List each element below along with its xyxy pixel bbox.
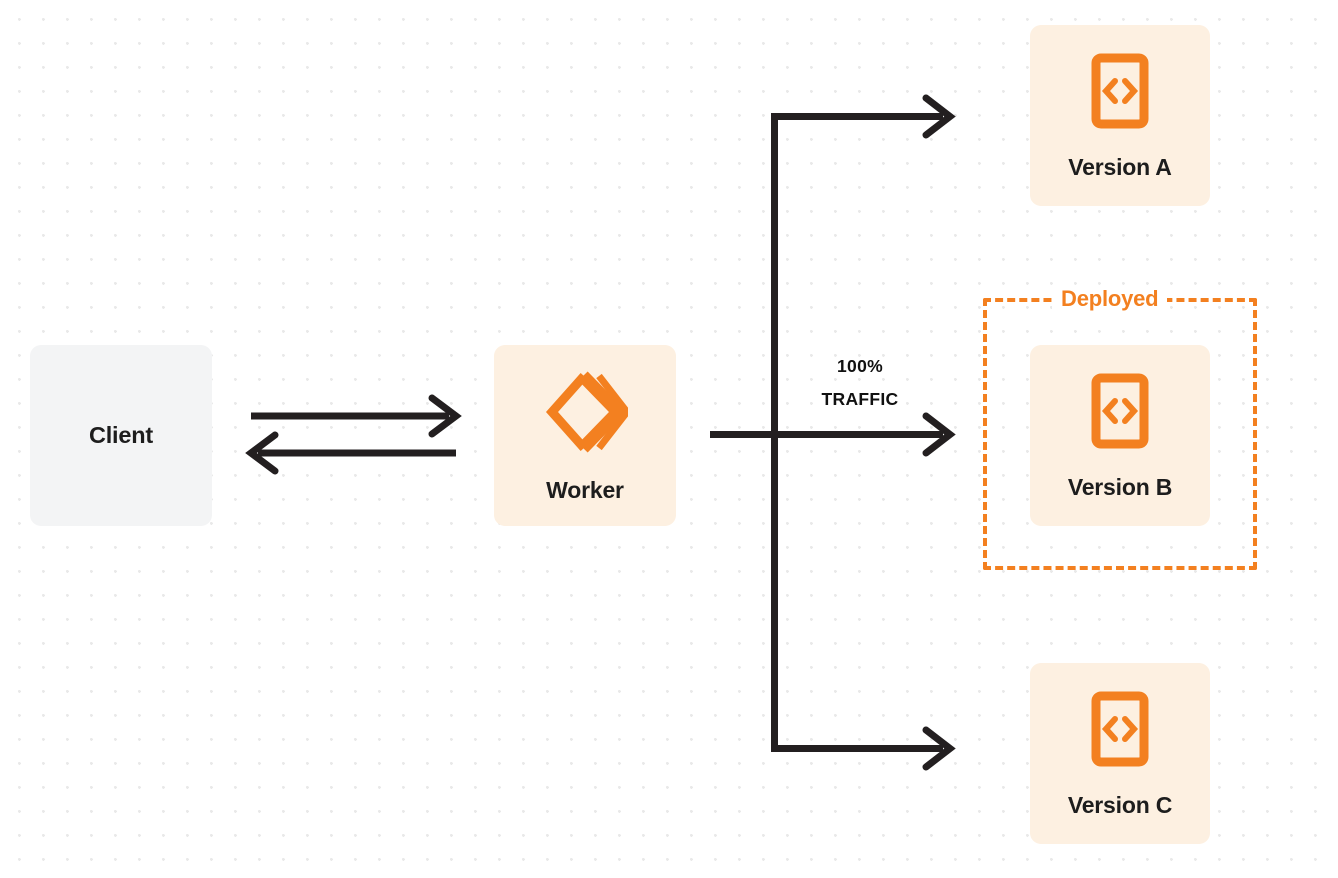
edge-worker-to-version-c (771, 726, 956, 771)
node-version-c[interactable]: Version C (1030, 663, 1210, 844)
edge-client-to-worker (251, 394, 462, 438)
traffic-share-label: 100% TRAFFIC (786, 350, 934, 416)
node-client[interactable]: Client (30, 345, 212, 526)
code-file-icon (1091, 373, 1149, 449)
edge-worker-to-version-b (710, 412, 956, 457)
node-worker[interactable]: Worker (494, 345, 676, 526)
node-client-label: Client (88, 421, 154, 448)
edge-worker-to-client (245, 431, 456, 475)
cloudflare-workers-logo-icon (542, 369, 632, 455)
node-version-a[interactable]: Version A (1030, 25, 1210, 206)
node-worker-label: Worker (546, 477, 624, 503)
node-version-b[interactable]: Version B (1030, 345, 1210, 526)
edge-worker-to-version-a (771, 94, 956, 139)
traffic-percent: 100% (837, 356, 883, 376)
traffic-caption: TRAFFIC (821, 389, 899, 409)
deployed-group-label: Deployed (1052, 285, 1168, 313)
node-version-b-label: Version B (1067, 473, 1173, 500)
node-version-a-label: Version A (1068, 153, 1172, 180)
node-version-c-label: Version C (1067, 791, 1173, 818)
code-file-icon (1091, 691, 1149, 767)
code-file-icon (1091, 53, 1149, 129)
